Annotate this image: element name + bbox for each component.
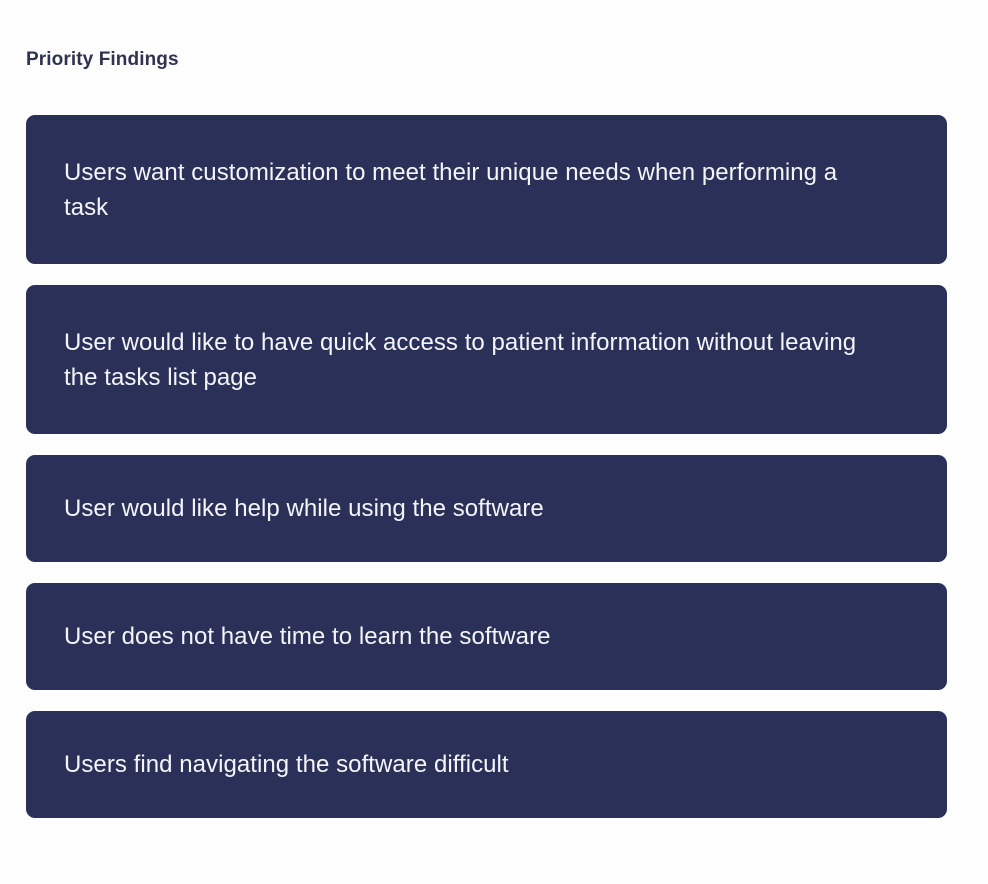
finding-card[interactable]: User would like to have quick access to … — [26, 285, 947, 434]
findings-list: Users want customization to meet their u… — [26, 115, 947, 818]
finding-text: Users find navigating the software diffi… — [64, 751, 509, 778]
finding-text: Users want customization to meet their u… — [64, 158, 838, 221]
finding-text: User would like to have quick access to … — [64, 328, 857, 391]
finding-text: User would like help while using the sof… — [64, 495, 544, 522]
page-title: Priority Findings — [26, 49, 179, 70]
finding-card[interactable]: Users want customization to meet their u… — [26, 115, 947, 264]
finding-card[interactable]: User would like help while using the sof… — [26, 455, 947, 562]
finding-card[interactable]: User does not have time to learn the sof… — [26, 583, 947, 690]
finding-card[interactable]: Users find navigating the software diffi… — [26, 711, 947, 818]
finding-text: User does not have time to learn the sof… — [64, 623, 551, 650]
